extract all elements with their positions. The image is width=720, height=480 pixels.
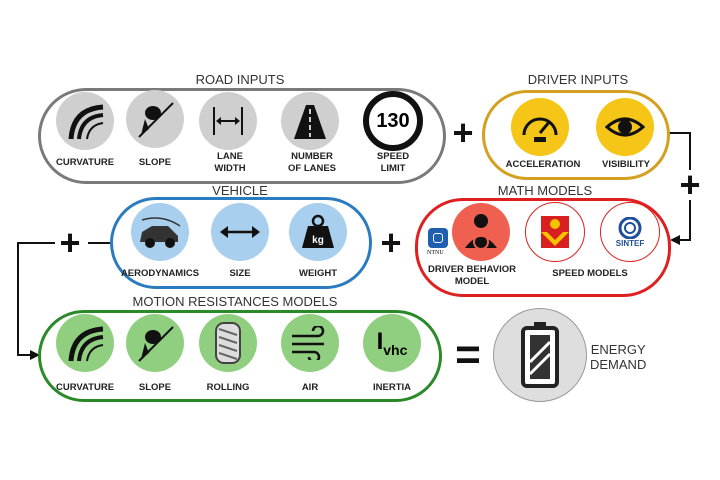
curvature-icon [56,314,114,372]
tire-icon [199,314,257,372]
weight-icon: kg [289,203,347,261]
plus-operator: + [679,164,701,205]
road-authority-logo [525,202,585,262]
plus-operator: + [59,222,81,263]
road-label-speed-limit: SPEED LIMIT [376,151,410,174]
driver-label-acceleration: ACCELERATION [505,159,581,170]
plus-operator: + [380,222,402,263]
driver-inputs-group [482,90,670,180]
weight-unit: kg [312,235,324,246]
speed-limit-value: 130 [376,109,410,132]
battery-icon [493,308,587,402]
sintef-logo: SINTEF [600,202,660,262]
ntnu-text: NTNU [427,250,444,256]
speed-limit-sign-icon: 130 [363,91,423,151]
motion-resistances-title: MOTION RESISTANCES MODELS [132,294,338,309]
inertia-symbol: I [376,328,384,356]
lane-width-icon [199,92,257,150]
road-inputs-group [38,88,446,184]
motion-label-slope: SLOPE [138,382,172,393]
road-label-slope: SLOPE [138,157,172,168]
vehicle-title: VEHICLE [212,183,268,198]
vehicle-label-size: SIZE [229,268,251,279]
speedometer-icon [511,98,569,156]
motion-label-inertia: INERTIA [373,382,411,393]
math-label-driver-behavior-model: DRIVER BEHAVIOR MODEL [428,264,516,287]
vehicle-label-weight: WEIGHT [299,268,337,279]
road-lanes-icon [281,92,339,150]
eye-icon [596,98,654,156]
motion-label-rolling: ROLLING [206,382,250,393]
energy-demand-label: ENERGY DEMAND [590,342,647,372]
curvature-icon [56,92,114,150]
aerodynamics-car-icon [131,203,189,261]
road-label-number-of-lanes: NUMBER OF LANES [287,151,337,174]
driver-label-visibility: VISIBILITY [601,159,651,170]
motion-resistances-group [38,310,442,402]
plus-operator: + [452,112,474,153]
wind-icon [281,314,339,372]
equals-operator: = [455,330,481,379]
road-label-curvature: CURVATURE [55,157,115,168]
vehicle-group [110,197,372,289]
road-inputs-title: ROAD INPUTS [195,72,285,87]
math-models-group [415,198,671,297]
vehicle-label-aerodynamics: AERODYNAMICS [120,268,200,279]
inertia-subscript: vhc [383,341,408,358]
slope-icon [126,314,184,372]
motion-label-air: AIR [301,382,319,393]
driver-steering-icon [452,203,510,261]
ntnu-logo [428,228,448,248]
road-label-lane-width: LANE WIDTH [214,151,246,174]
math-label-speed-models: SPEED MODELS [552,268,628,279]
driver-inputs-title: DRIVER INPUTS [527,72,629,87]
size-arrow-icon [211,203,269,261]
sintef-text: SINTEF [615,238,645,248]
motion-label-curvature: CURVATURE [55,382,115,393]
inertia-icon: Ivhc [363,314,421,372]
math-models-title: MATH MODELS [497,183,593,198]
slope-icon [126,90,184,148]
